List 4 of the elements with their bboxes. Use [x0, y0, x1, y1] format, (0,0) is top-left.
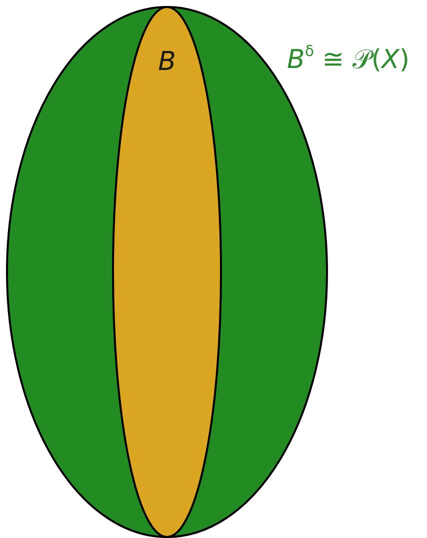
set-label: B$^{δ}$ ≅ 𝒫(X) — [287, 42, 410, 75]
ellipse-region — [113, 7, 221, 537]
region-label: B — [157, 47, 177, 77]
ellipse-region — [7, 7, 327, 537]
